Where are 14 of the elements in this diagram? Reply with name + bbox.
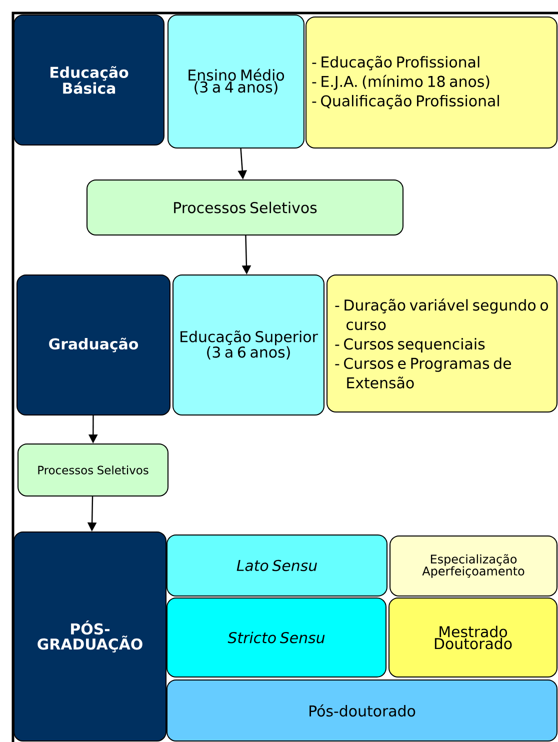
note-box: - Duração variável segundo o curso - Cursos sequenciais - Cursos e Programas de Extensão [326,274,558,412]
level-box: Educação Básica [14,14,164,146]
level-box: PÓS-GRADUAÇÃO [14,532,166,742]
process-box: Processos Seletivos [86,180,404,236]
stage-box: Pós-doutorado [166,680,558,742]
category-box: Lato Sensu [166,534,388,596]
course-box: Especialização Aperfeiçoamento [390,536,558,596]
stage-box: Ensino Médio (3 a 4 anos) [168,14,304,148]
note-box: - Educação Profissional - E.J.A. (mínimo 18 anos) - Qualificação Profissional [306,16,558,148]
process-box: Processos Seletivos [18,444,168,496]
course-box: Mestrado Doutorado [388,598,558,678]
stage-box: Educação Superior (3 a 6 anos) [172,274,324,416]
category-box: Stricto Sensu [166,598,386,678]
level-box: Graduação [16,274,170,416]
